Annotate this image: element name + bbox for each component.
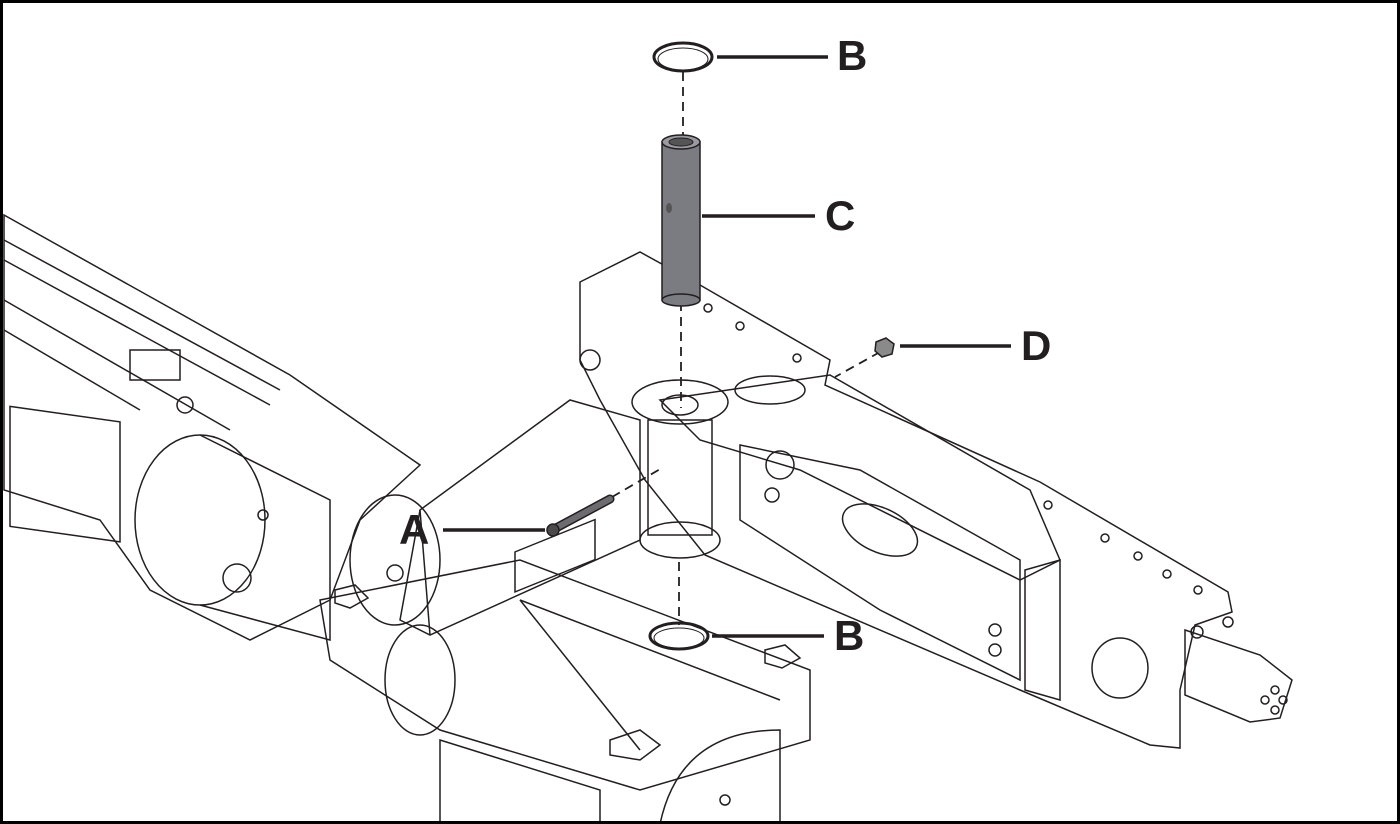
ring-b-bottom [648,621,710,651]
explode-line-d [834,351,881,378]
explode-line-a [611,467,663,498]
base-housing [319,559,811,824]
ring-b-top [652,41,714,73]
callout-a: A [399,506,429,553]
callout-c: C [825,192,855,239]
callout-b-top: B [837,32,867,79]
callout-b-bottom: B [834,612,864,659]
arm-weldment [579,251,1293,749]
left-boom [3,213,422,641]
nut-d [874,337,895,358]
pin-c [661,134,701,307]
callout-d: D [1021,322,1051,369]
bolt-a [546,494,615,537]
